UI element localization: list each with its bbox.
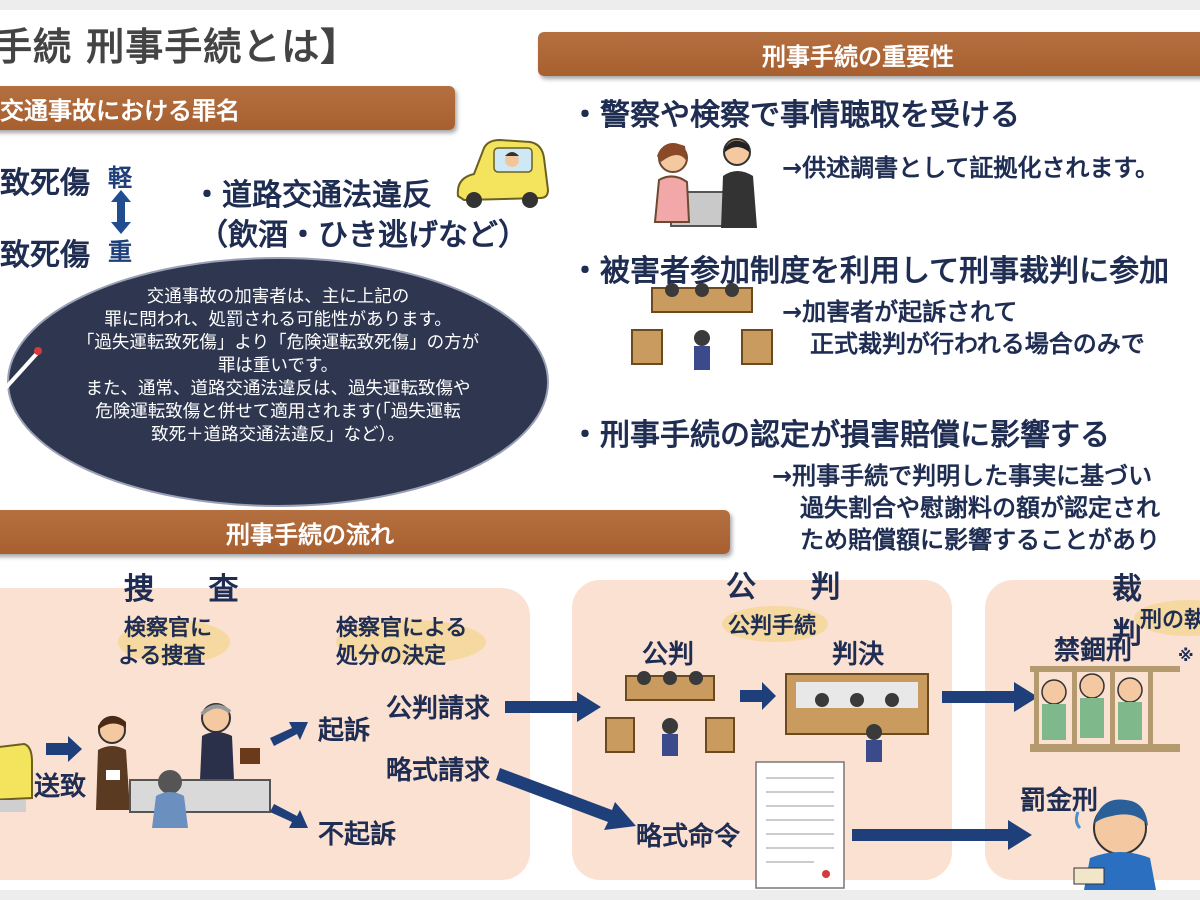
slide: 手続 刑事手続とは】 交通事故における罪名 致死傷 軽 致死傷 重 ・道路交通法…	[0, 10, 1200, 890]
bubble-line-1: 交通事故の加害者は、主に上記の	[146, 287, 410, 307]
summary-order-label: 略式命令	[636, 822, 741, 852]
fine-label: 罰金刑	[1020, 786, 1099, 816]
explanation-bubble-text: 交通事故の加害者は、主に上記の 罪に問われ、処罰される可能性があります。 「過失…	[8, 286, 548, 447]
bubble-line-7: 致死＋道路交通法違反」など）。	[151, 425, 405, 445]
importance-point-3-detail-2: 過失割合や慰謝料の額が認定され	[800, 494, 1160, 522]
summary-order-arrow	[852, 820, 1032, 850]
judgment-to-prison-arrow	[942, 682, 1038, 712]
prosecutor-office-illustration	[96, 703, 271, 828]
note-mark: ※	[1178, 646, 1194, 665]
traffic-crime-banner-label: 交通事故における罪名	[0, 96, 240, 125]
explanation-bubble-shape	[0, 257, 549, 507]
prison-illustration	[1030, 666, 1180, 752]
prosecutor-investigation-line-2: よる捜査	[118, 644, 206, 669]
sentence-stage-title: 裁 判	[1112, 572, 1164, 651]
bubble-line-3: 「過失運転致死傷」より「危険運転致死傷」の方が	[76, 333, 480, 353]
summary-request-label: 略式請求	[386, 756, 491, 786]
trial-stage-title: 公 判	[726, 570, 863, 605]
judgment-illustration	[785, 673, 929, 762]
courtroom-illustration-1	[631, 283, 773, 370]
courtroom-illustration-2	[605, 671, 735, 756]
traffic-crime-banner: 交通事故における罪名	[0, 86, 455, 130]
no-indict-label: 不起訴	[318, 820, 397, 850]
bubble-line-5: また、通常、道路交通法違反は、過失運転致傷や	[85, 379, 471, 399]
heavy-crime-label: 致死傷	[0, 238, 90, 273]
public-request-label: 公判請求	[386, 694, 491, 724]
send-label: 送致	[34, 772, 87, 802]
trial-procedure-oval	[722, 606, 828, 642]
police-car-icon	[0, 742, 33, 812]
double-arrow-icon	[111, 190, 131, 234]
light-marker: 軽	[108, 164, 132, 192]
summary-request-arrow	[496, 768, 636, 830]
trial-procedure-label: 公判手続	[728, 614, 817, 639]
prosecutor-decision-line-2: 処分の決定	[336, 644, 447, 669]
importance-point-2: ・被害者参加制度を利用して刑事裁判に参加	[570, 254, 1170, 289]
car-icon	[456, 138, 550, 208]
heavy-marker: 重	[108, 238, 132, 266]
bubble-line-6: 危険運転致傷と併せて適用されます(「過失運転	[95, 402, 461, 422]
flow-banner-label: 刑事手続の流れ	[226, 520, 394, 549]
importance-point-1: ・警察や検察で事情聴取を受ける	[570, 98, 1020, 133]
prosecutor-investigation-oval	[118, 620, 230, 664]
summary-order-document	[755, 761, 845, 889]
judgment-label: 判決	[832, 640, 885, 670]
prosecutor-decision-line-1: 検察官による	[336, 616, 468, 641]
trial-to-judgment-arrow	[740, 682, 776, 710]
interview-illustration	[653, 138, 757, 228]
imprisonment-label: 禁錮刑	[1054, 636, 1133, 666]
importance-point-2-detail-2: 正式裁判が行われる場合のみで	[810, 330, 1145, 358]
indict-arrow	[270, 722, 308, 746]
bubble-line-2: 罪に問われ、処罰される可能性があります。	[104, 310, 452, 330]
light-crime-label: 致死傷	[0, 166, 90, 201]
no-indict-arrow	[270, 804, 308, 828]
investigation-stage-title: 捜 査	[124, 572, 261, 607]
importance-point-3: ・刑事手続の認定が損害賠償に影響する	[570, 418, 1110, 453]
importance-point-3-detail-3: ため賠償額に影響することがあり	[800, 526, 1160, 554]
flow-banner: 刑事手続の流れ	[0, 510, 730, 554]
road-law-examples: （飲酒・ひき逃げなど）	[198, 218, 528, 253]
importance-point-1-detail: →供述調書として証拠化されます。	[782, 154, 1159, 182]
prosecutor-decision-oval	[336, 620, 486, 664]
importance-banner-label: 刑事手続の重要性	[762, 42, 954, 71]
bubble-line-4: 罪は重いです。	[217, 356, 339, 376]
importance-point-2-detail-1: →加害者が起訴されて	[782, 298, 1018, 326]
indict-label: 起訴	[318, 716, 371, 746]
trial-label: 公判	[642, 640, 695, 670]
prosecutor-investigation-line-1: 検察官に	[124, 616, 213, 641]
send-arrow	[46, 736, 82, 762]
sentence-exec-label: 刑の執	[1140, 608, 1200, 633]
public-request-arrow	[505, 692, 601, 722]
road-law-label: ・道路交通法違反	[192, 178, 432, 213]
importance-banner: 刑事手続の重要性	[538, 32, 1200, 76]
fined-person-illustration	[1073, 799, 1156, 890]
importance-point-3-detail-1: →刑事手続で判明した事実に基づい	[772, 462, 1153, 490]
page-title: 手続 刑事手続とは】	[0, 25, 360, 69]
